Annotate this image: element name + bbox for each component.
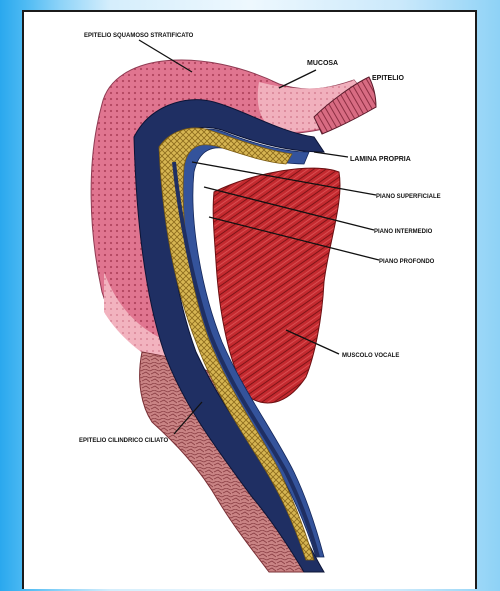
leader-mucosa	[279, 70, 316, 88]
leader-lamina-propria	[314, 152, 348, 157]
label-ciliated-epithelium: EPITELIO CILINDRICO CILIATO	[79, 438, 168, 444]
vocal-fold-diagram: EPITELIO SQUAMOSO STRATIFICATO MUCOSA EP…	[24, 12, 479, 591]
label-intermediate-layer: PIANO INTERMEDIO	[374, 229, 433, 235]
figure-card: EPITELIO SQUAMOSO STRATIFICATO MUCOSA EP…	[22, 10, 477, 589]
label-epitelio: EPITELIO	[372, 75, 404, 82]
label-vocal-muscle: MUSCOLO VOCALE	[342, 353, 399, 359]
label-mucosa: MUCOSA	[307, 60, 338, 67]
label-superficial-layer: PIANO SUPERFICIALE	[376, 194, 441, 200]
label-deep-layer: PIANO PROFONDO	[379, 259, 435, 265]
label-lamina-propria: LAMINA PROPRIA	[350, 156, 411, 163]
label-squamous-epithelium: EPITELIO SQUAMOSO STRATIFICATO	[84, 33, 194, 39]
